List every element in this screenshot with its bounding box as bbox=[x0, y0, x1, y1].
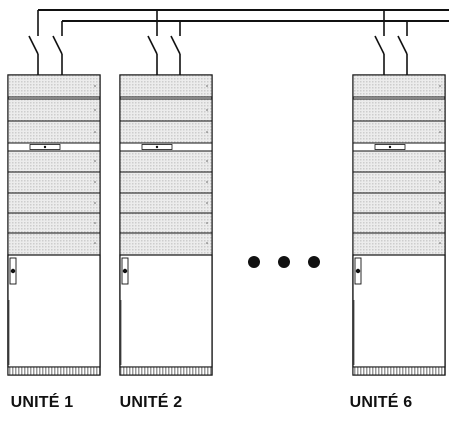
drawer-panel bbox=[7, 232, 101, 256]
drawer-screw bbox=[439, 109, 441, 111]
drawer-panel bbox=[119, 212, 213, 235]
drawer-panel bbox=[7, 212, 101, 235]
drawer-panel bbox=[352, 120, 446, 144]
cabinet-base bbox=[352, 366, 446, 376]
switch-blade bbox=[170, 35, 181, 55]
drawer-screw bbox=[206, 202, 208, 204]
drawer-screw bbox=[206, 160, 208, 162]
cabinet-base bbox=[7, 366, 101, 376]
drawer-panel bbox=[352, 74, 446, 98]
door-lock bbox=[10, 268, 16, 274]
switch-blade bbox=[374, 35, 385, 55]
drawer-panel bbox=[352, 232, 446, 256]
drawer-screw bbox=[94, 131, 96, 133]
drawer-panel bbox=[119, 98, 213, 122]
busbar-group bbox=[38, 9, 449, 22]
drawer-panel bbox=[7, 74, 101, 98]
drawer-screw bbox=[94, 181, 96, 183]
ellipsis-dot bbox=[248, 256, 260, 268]
switch-blade bbox=[52, 35, 63, 55]
drawer-screw bbox=[94, 160, 96, 162]
unit-label-2: UNITÉ 2 bbox=[119, 394, 183, 411]
drawer-screw bbox=[94, 242, 96, 244]
drawer-panel bbox=[352, 192, 446, 215]
switch-blade bbox=[28, 35, 39, 55]
cabinet-door bbox=[119, 254, 213, 368]
cabinet-base bbox=[119, 366, 213, 376]
control-knob bbox=[388, 145, 392, 149]
more-units-ellipsis bbox=[248, 256, 320, 268]
drawer-screw bbox=[206, 109, 208, 111]
drawer-screw bbox=[439, 202, 441, 204]
switch-blade bbox=[397, 35, 408, 55]
unit-label-6: UNITÉ 6 bbox=[349, 394, 413, 411]
drawer-panel bbox=[352, 150, 446, 173]
unit-label-1: UNITÉ 1 bbox=[10, 394, 74, 411]
drawer-panel bbox=[352, 212, 446, 235]
cabinet-door bbox=[352, 254, 446, 368]
cabinet-unit-1 bbox=[7, 10, 101, 376]
drawer-panel bbox=[119, 150, 213, 173]
door-lock bbox=[355, 268, 361, 274]
drawer-screw bbox=[206, 222, 208, 224]
drawer-panel bbox=[119, 74, 213, 98]
drawer-screw bbox=[206, 242, 208, 244]
drawer-screw bbox=[439, 181, 441, 183]
drawer-panel bbox=[119, 192, 213, 215]
drawer-panel bbox=[7, 98, 101, 122]
drawer-screw bbox=[94, 202, 96, 204]
drawer-screw bbox=[439, 160, 441, 162]
control-knob bbox=[155, 145, 159, 149]
drawer-panel bbox=[7, 171, 101, 194]
drawer-panel bbox=[7, 192, 101, 215]
door-lock bbox=[122, 268, 128, 274]
drawer-screw bbox=[94, 109, 96, 111]
drawer-screw bbox=[439, 131, 441, 133]
drawer-screw bbox=[206, 85, 208, 87]
drawer-screw bbox=[439, 222, 441, 224]
drawer-screw bbox=[439, 242, 441, 244]
drawer-panel bbox=[119, 232, 213, 256]
switch-blade bbox=[147, 35, 158, 55]
drawer-panel bbox=[7, 120, 101, 144]
drawer-screw bbox=[439, 85, 441, 87]
drawer-panel bbox=[352, 171, 446, 194]
cabinet-door bbox=[7, 254, 101, 368]
drawer-screw bbox=[206, 131, 208, 133]
control-knob bbox=[43, 145, 47, 149]
cabinet-unit-3 bbox=[352, 10, 446, 376]
drawer-screw bbox=[94, 222, 96, 224]
ellipsis-dot bbox=[278, 256, 290, 268]
drawer-panel bbox=[119, 120, 213, 144]
drawer-panel bbox=[7, 150, 101, 173]
ellipsis-dot bbox=[308, 256, 320, 268]
drawer-screw bbox=[206, 181, 208, 183]
drawer-panel bbox=[119, 171, 213, 194]
cabinet-unit-2 bbox=[119, 10, 213, 376]
drawer-screw bbox=[94, 85, 96, 87]
drawer-panel bbox=[352, 98, 446, 122]
